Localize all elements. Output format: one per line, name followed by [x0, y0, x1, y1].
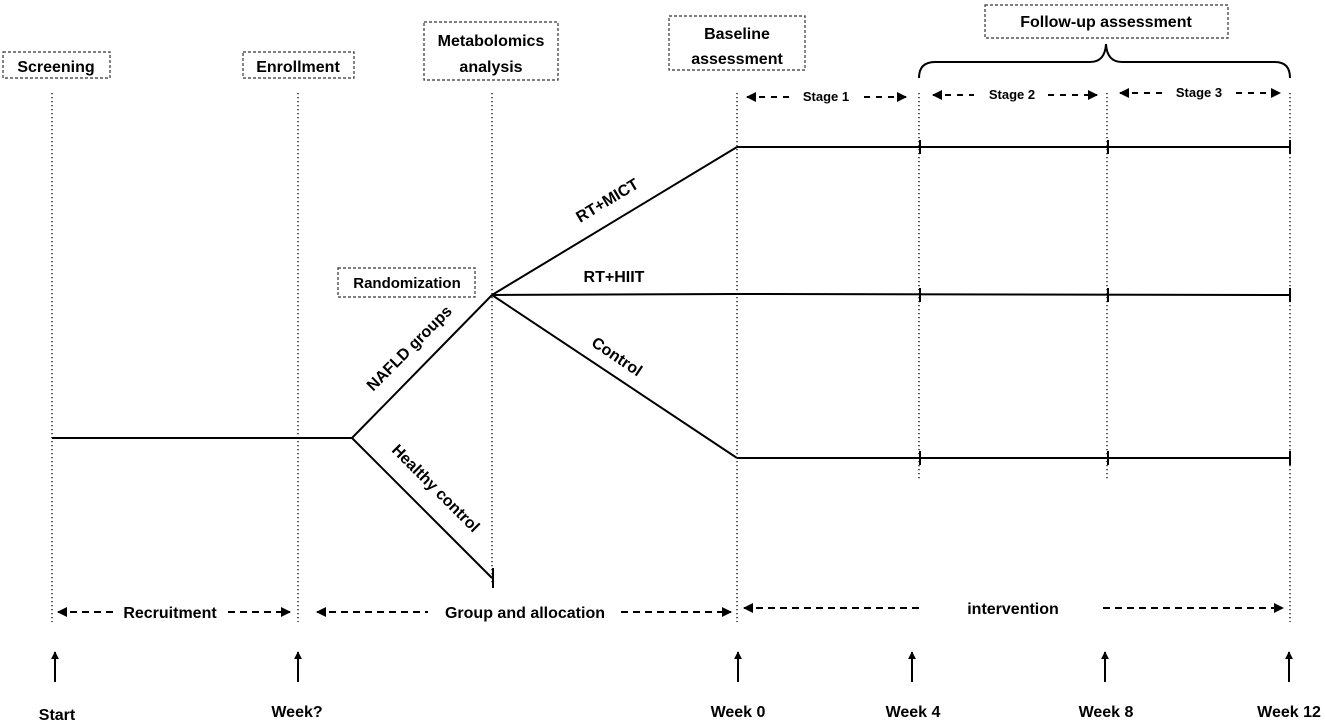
stage2-label: Stage 2 — [989, 87, 1035, 102]
randomization-box: Randomization — [337, 267, 476, 298]
randomization-label: Randomization — [353, 275, 461, 292]
rt-hiit-label: RT+HIIT — [584, 269, 645, 286]
recruitment-label: Recruitment — [123, 605, 217, 622]
nafld-path — [52, 294, 493, 439]
baseline-box: Baseline assessment — [668, 15, 806, 71]
rt-hiit-timeline — [736, 293, 1291, 296]
control-label: Control — [588, 334, 645, 380]
rt-mict-branch — [491, 146, 738, 296]
timepoint-start-label: Start — [39, 707, 76, 724]
timepoint-arrows — [51, 651, 1293, 682]
assessment-ticks — [919, 140, 1291, 465]
enrollment-box: Enrollment — [242, 51, 355, 79]
rt-hiit-branch — [491, 293, 738, 296]
screening-label: Screening — [17, 59, 94, 76]
timepoint-enroll-label: Week? — [271, 704, 322, 721]
healthy-control-path — [351, 437, 493, 579]
followup-brace — [918, 43, 1291, 79]
followup-box: Follow-up assessment — [984, 4, 1229, 39]
intervention-label: intervention — [967, 601, 1059, 618]
timepoint-week4-label: Week 4 — [886, 704, 941, 721]
timepoint-week8-label: Week 8 — [1079, 704, 1134, 721]
screening-box: Screening — [2, 51, 111, 79]
enrollment-label: Enrollment — [256, 59, 340, 76]
timepoint-week12-label: Week 12 — [1257, 704, 1321, 721]
timepoint-week0-label: Week 0 — [711, 704, 766, 721]
metabolomics-label-line1: Metabolomics — [438, 33, 545, 50]
baseline-label-line2: assessment — [691, 51, 783, 68]
control-branch — [491, 294, 738, 459]
baseline-label-line1: Baseline — [704, 26, 770, 43]
metabolomics-label-line2: analysis — [459, 59, 522, 76]
rt-mict-label: RT+MICT — [573, 176, 642, 227]
metabolomics-box: Metabolomics analysis — [423, 21, 559, 81]
followup-label: Follow-up assessment — [1020, 14, 1192, 31]
stage1-label: Stage 1 — [803, 89, 849, 104]
allocation-label: Group and allocation — [445, 605, 605, 622]
stage3-label: Stage 3 — [1176, 85, 1222, 100]
nafld-groups-label: NAFLD groups — [364, 303, 456, 395]
